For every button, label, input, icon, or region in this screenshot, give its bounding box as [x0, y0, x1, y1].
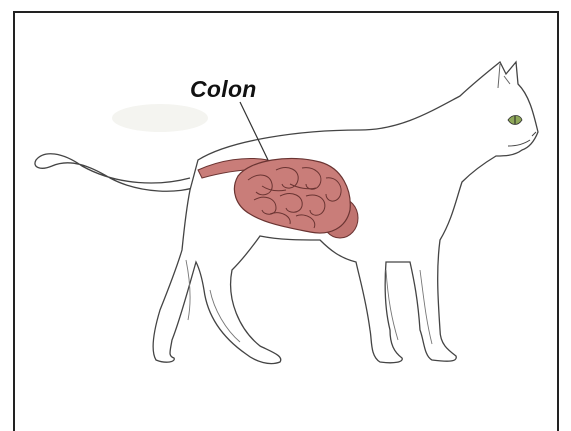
background-smudge — [112, 104, 208, 132]
colon-label: Colon — [190, 76, 257, 103]
cat-tail-icon — [35, 154, 198, 192]
